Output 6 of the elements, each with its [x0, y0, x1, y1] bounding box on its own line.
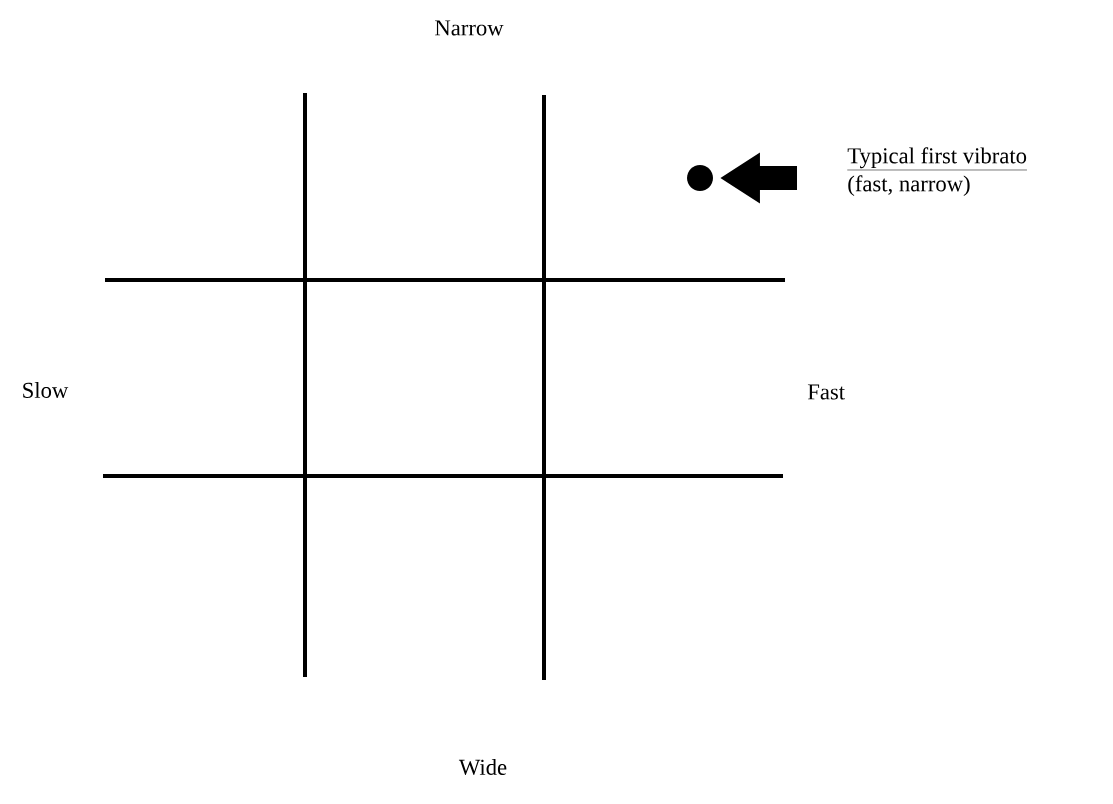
axis-label: Slow: [23, 382, 69, 398]
callout-text: Typical first vibrato (fast, narrow): [847, 147, 1028, 197]
dot: [687, 165, 713, 191]
axis-label: Fast: [807, 384, 845, 400]
axis-label: Wide: [458, 759, 507, 776]
axis-label: Narrow: [435, 20, 504, 36]
